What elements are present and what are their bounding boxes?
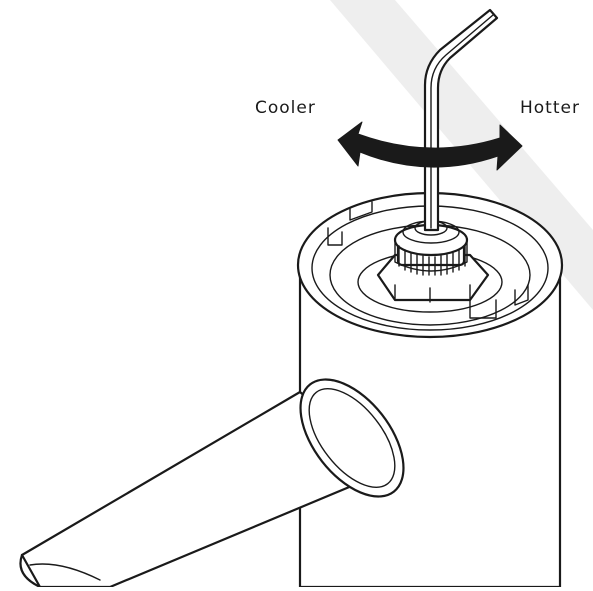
hotter-label: Hotter [520, 98, 580, 118]
double-curved-arrow-icon [337, 121, 523, 171]
spout [19, 378, 405, 589]
hex-key-icon [423, 8, 499, 232]
cooler-label: Cooler [255, 98, 316, 118]
